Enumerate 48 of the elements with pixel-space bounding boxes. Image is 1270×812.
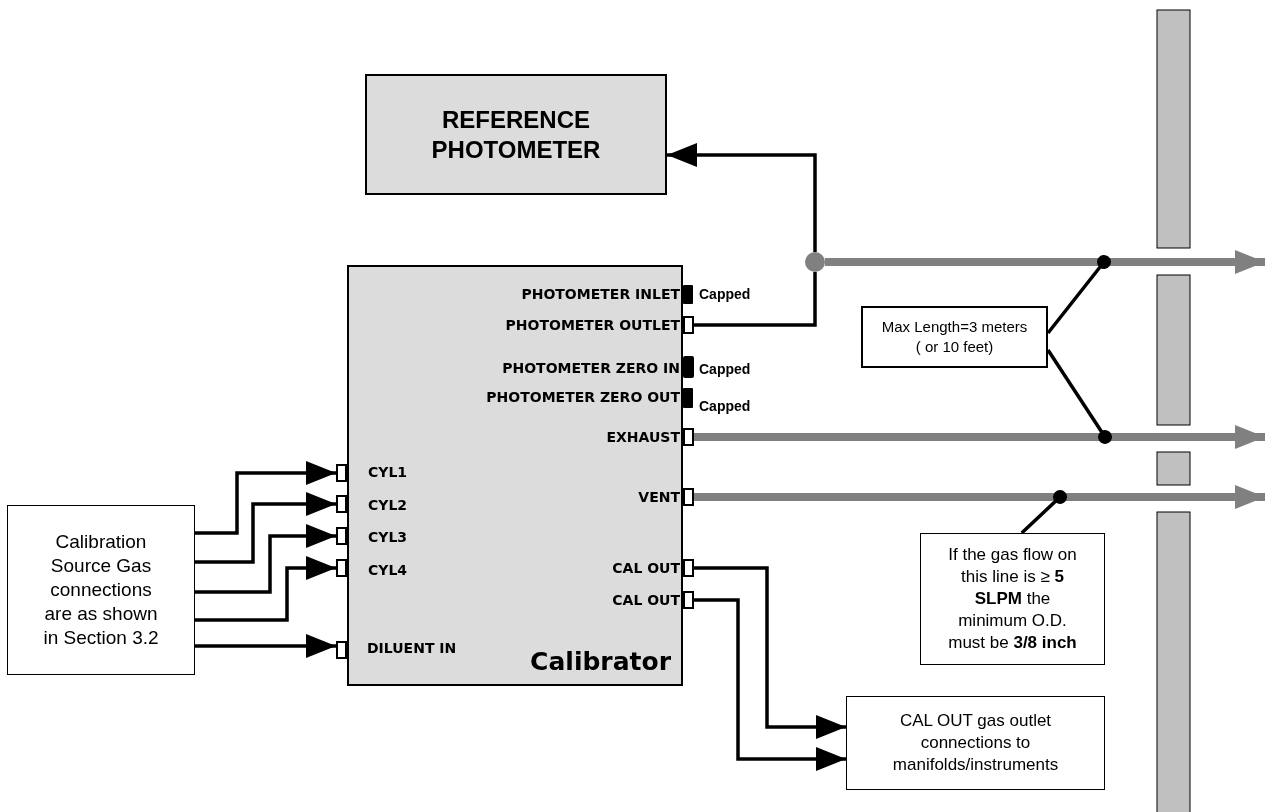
status-label: Capped	[699, 360, 751, 378]
port-connector	[336, 641, 347, 659]
pipe-arrow	[195, 461, 336, 535]
port-connector	[336, 464, 347, 482]
pipe-arrow	[195, 524, 336, 594]
note-box	[846, 696, 1105, 790]
box-text: Calibration Source Gas connections are as shown in Section 3.2	[42, 530, 160, 650]
instrument-box	[365, 74, 667, 195]
box-text: REFERENCE PHOTOMETER	[431, 104, 601, 165]
leader-line	[1020, 490, 1067, 535]
port-connector	[683, 591, 694, 609]
note-box	[920, 533, 1105, 665]
port-connector	[336, 559, 347, 577]
port-label: PHOTOMETER INLET	[521, 285, 680, 303]
pipe-arrow	[694, 598, 846, 771]
box-text: CAL OUT gas outlet connections to manifolds/instruments	[891, 710, 1060, 776]
port-label: PHOTOMETER OUTLET	[505, 316, 680, 334]
calibrator-box	[347, 265, 683, 686]
port-label: CYL2	[368, 496, 408, 514]
port-label: CYL4	[368, 561, 408, 579]
box-text: Max Length=3 meters ( or 10 feet)	[880, 317, 1029, 357]
port-label: CYL3	[368, 528, 408, 546]
port-connector	[683, 316, 694, 334]
port-label: DILUENT IN	[367, 639, 457, 657]
tee-junction	[805, 252, 825, 272]
status-label: Capped	[699, 397, 751, 415]
status-label: Capped	[699, 285, 751, 303]
port-connector	[683, 428, 694, 446]
box-text: If the gas flow on this line is ≥ 5 SLPM the minimum O.D. must be 3/8 inch	[947, 544, 1078, 654]
port-label: CAL OUT	[612, 559, 680, 577]
note-box	[861, 306, 1048, 368]
port-connector	[683, 559, 694, 577]
pipe-arrow	[195, 634, 336, 658]
pipe-arrow	[195, 556, 336, 622]
device-name: Calibrator	[530, 645, 671, 678]
pipe-arrow	[195, 492, 336, 564]
port-label: PHOTOMETER ZERO IN	[502, 359, 680, 377]
port-label: EXHAUST	[606, 428, 680, 446]
port-connector	[683, 488, 694, 506]
port-connector	[336, 495, 347, 513]
pipe-arrow	[694, 566, 846, 739]
port-label: CAL OUT	[612, 591, 680, 609]
pipe-arrow	[667, 143, 817, 252]
note-box	[7, 505, 195, 675]
port-label: PHOTOMETER ZERO OUT	[486, 388, 680, 406]
port-label: CYL1	[368, 463, 408, 481]
port-connector	[336, 527, 347, 545]
port-label: VENT	[638, 488, 680, 506]
